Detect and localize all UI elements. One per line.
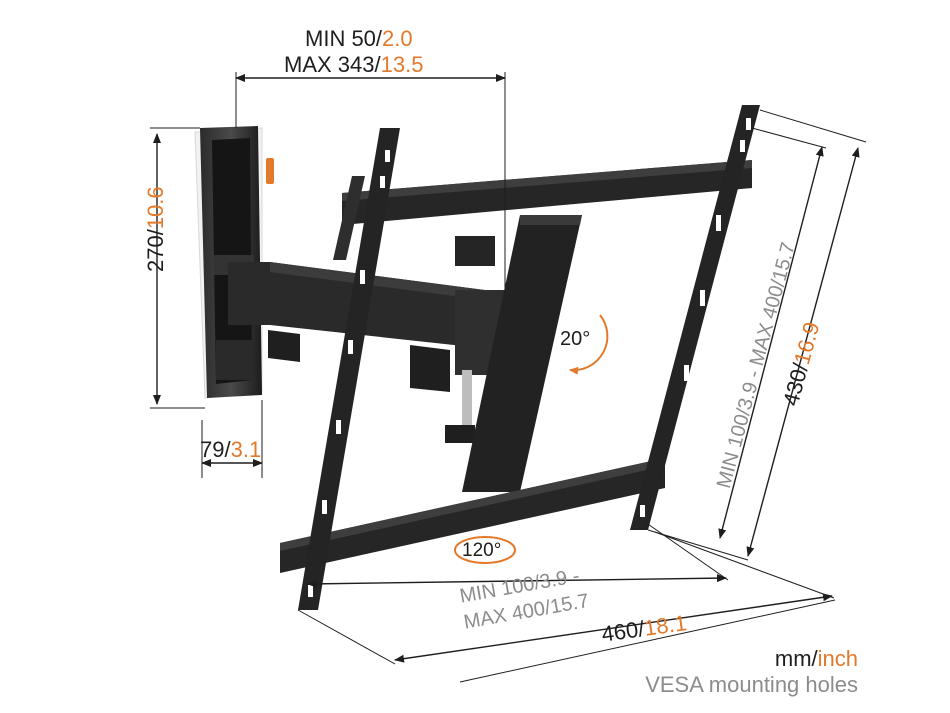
swivel-arrow-icon — [454, 536, 516, 564]
plate-orange-clip — [266, 158, 274, 184]
plate-height-inch: 10.6 — [143, 186, 168, 230]
plate-depth-mm: 79/ — [200, 437, 231, 462]
wall-plate — [194, 126, 274, 399]
tilt-piston — [462, 370, 472, 425]
center-brace — [462, 215, 582, 492]
swivel-angle-value: 120° — [462, 540, 502, 561]
tilt-angle-value: 20° — [560, 328, 591, 350]
swivel-angle-label: 120° — [462, 540, 501, 562]
extension-max-label: MAX 343/13.5 — [284, 52, 423, 78]
extension-max-mm: MAX 343/ — [284, 52, 381, 77]
units-legend: mm/inch — [775, 646, 858, 672]
dimension-lines — [150, 72, 867, 683]
tilt-angle-label: 20° — [560, 328, 590, 351]
plate-height-mm: 270/ — [143, 229, 168, 272]
extension-max-inch: 13.5 — [380, 52, 424, 77]
plate-height-label: 270/10.6 — [143, 186, 169, 272]
plate-depth-inch: 3.1 — [230, 437, 262, 462]
units-inch: inch — [817, 646, 858, 671]
extension-min-mm: MIN 50/ — [305, 26, 383, 51]
plate-depth-label: 79/3.1 — [200, 437, 261, 463]
extension-min-inch: 2.0 — [382, 26, 413, 51]
extension-min-label: MIN 50/2.0 — [305, 26, 413, 52]
vesa-caption: VESA mounting holes — [645, 672, 858, 697]
units-mm: mm/ — [774, 646, 818, 671]
tilt-arrow-icon — [569, 314, 609, 375]
overall-width-mm: 460/ — [600, 616, 646, 647]
vesa-frame — [280, 105, 760, 610]
overall-width-inch: 18.1 — [642, 610, 689, 641]
